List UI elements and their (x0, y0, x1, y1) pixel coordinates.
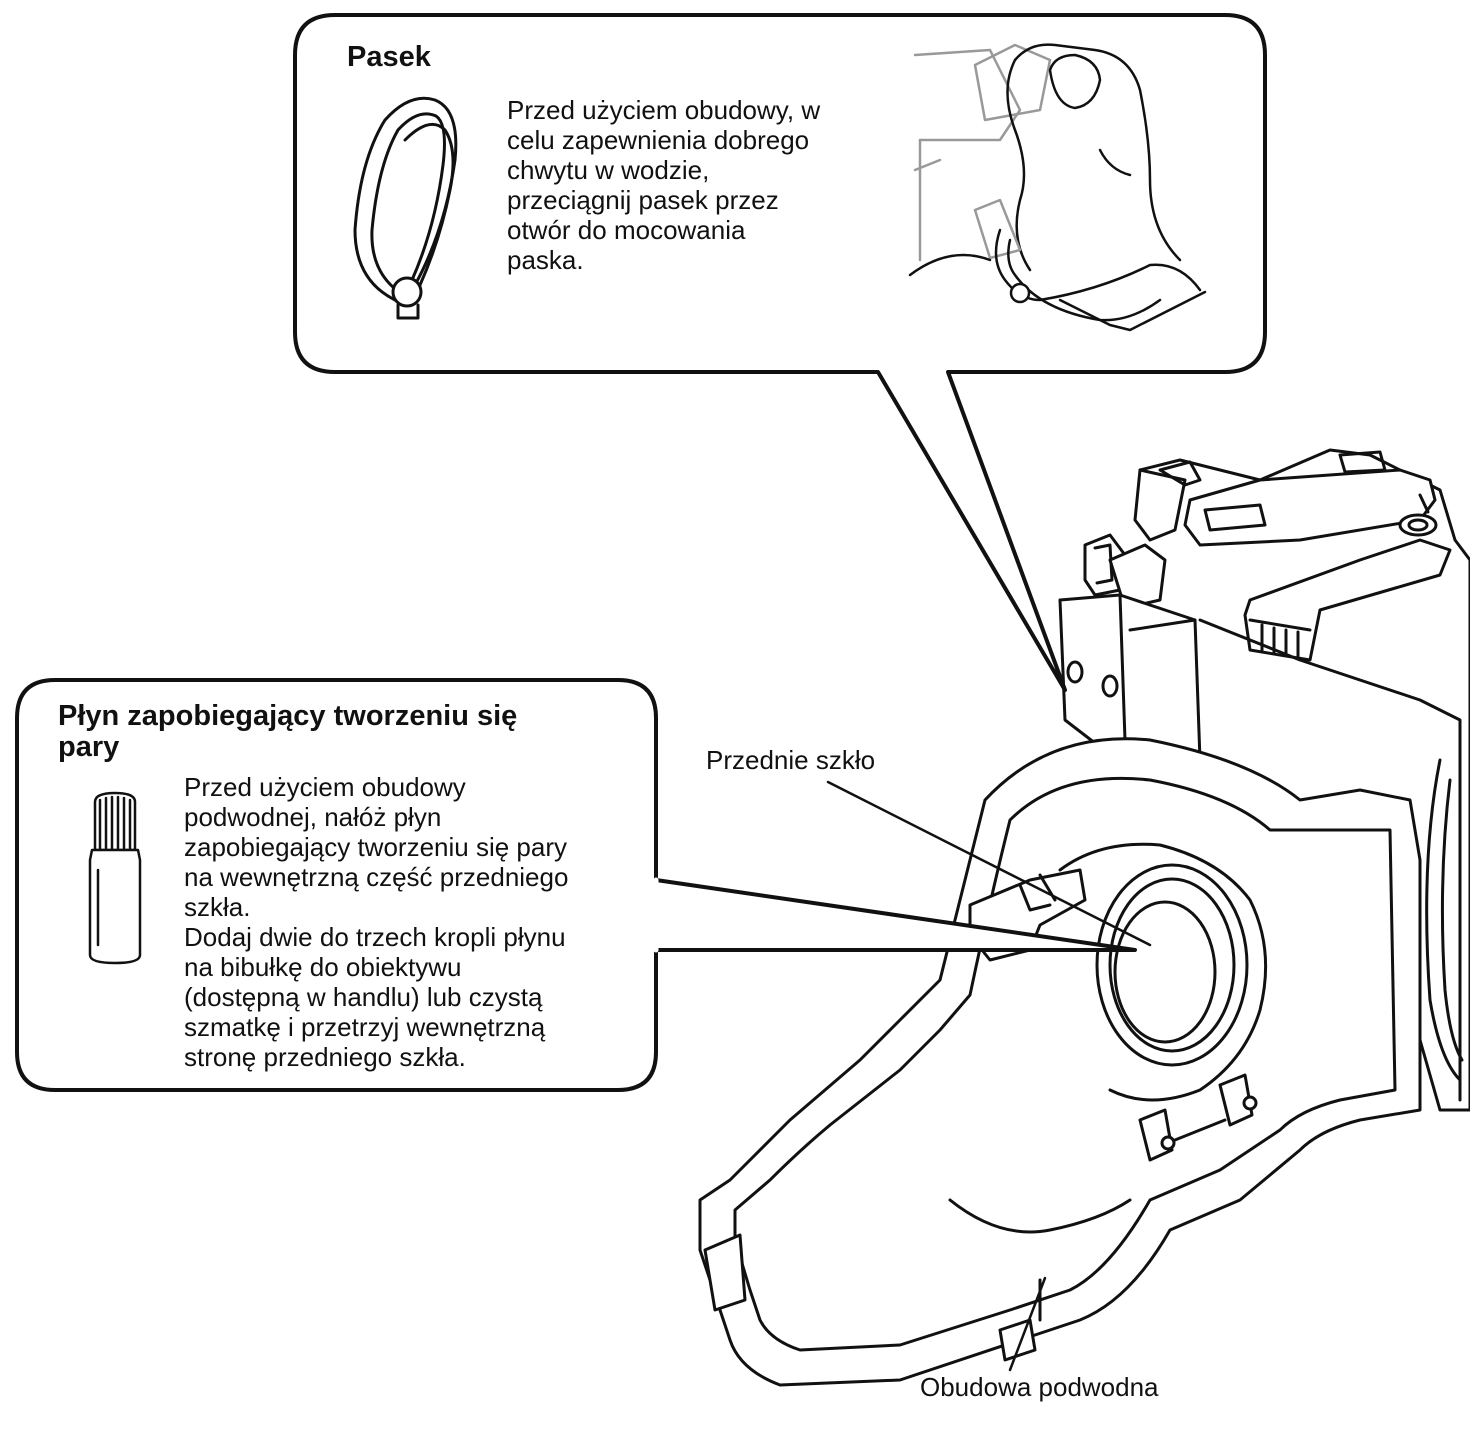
underwater-housing-label: Obudowa podwodna (920, 1372, 1159, 1402)
hand-strap-icon (908, 43, 1207, 332)
antifog-callout-body: Przed użyciem obudowy podwodnej, nałóż p… (184, 772, 569, 1072)
antifog-callout-box (15, 678, 1137, 1092)
strap-callout: Pasek (293, 13, 1267, 692)
front-glass-label: Przednie szkło (706, 745, 876, 775)
housing-leader (1008, 1276, 1047, 1372)
antifog-callout (15, 678, 1137, 1092)
antifog-callout-title: Płyn zapobiegający tworzeniu się pary (58, 700, 518, 763)
antifog-bottle-icon (88, 791, 142, 965)
front-glass-leader (826, 780, 1152, 947)
strap-loop-icon (353, 96, 458, 320)
strap-callout-body: Przed użyciem obudowy, w celu zapewnieni… (507, 95, 821, 275)
strap-callout-title: Pasek (347, 41, 432, 73)
underwater-housing-illustration (698, 448, 1470, 1387)
